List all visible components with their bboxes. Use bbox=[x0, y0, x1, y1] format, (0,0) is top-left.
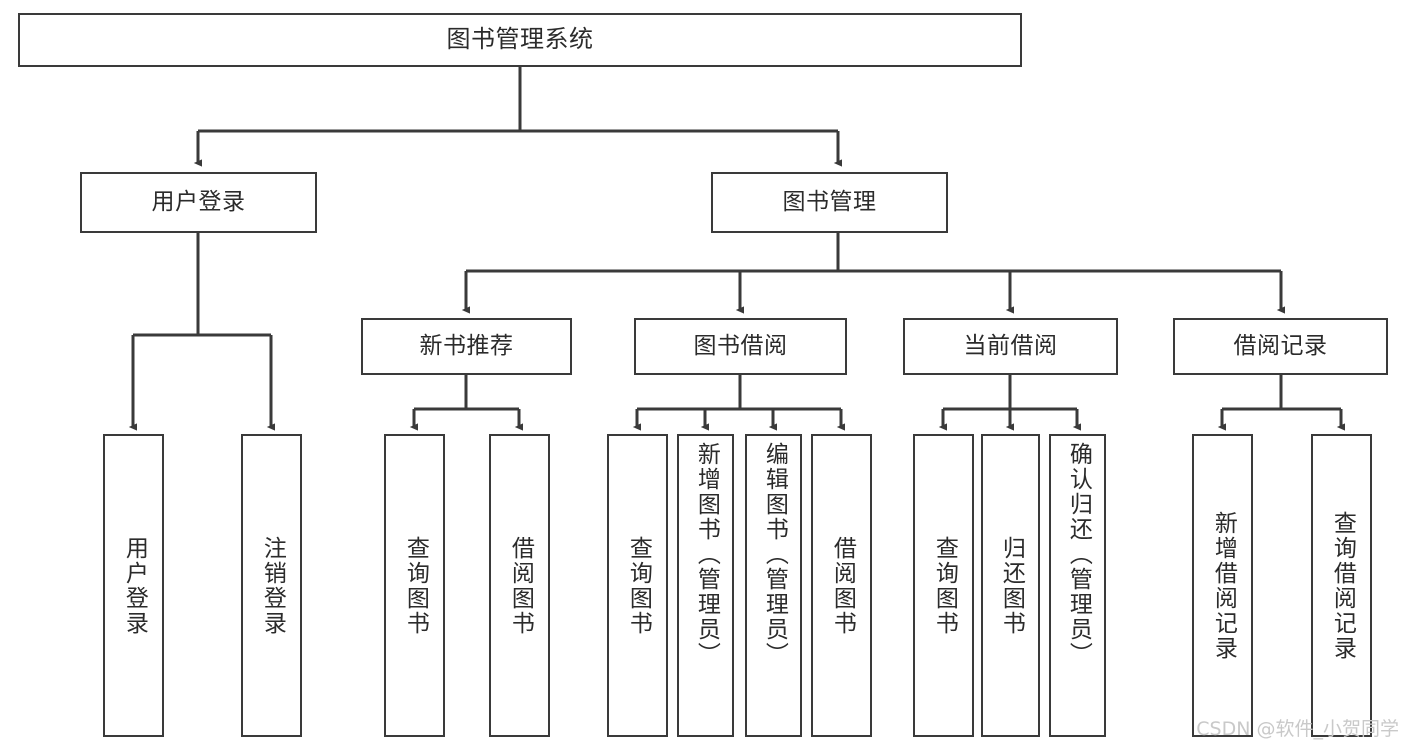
leaf-query-book-current[interactable]: 查询图书 bbox=[913, 434, 974, 737]
leaf-edit-book-admin[interactable]: 编辑图书（管理员） bbox=[745, 434, 802, 737]
node-label: 图书管理 bbox=[782, 189, 877, 216]
node-label: 当前借阅 bbox=[963, 333, 1058, 360]
node-label: 编辑图书（管理员） bbox=[761, 442, 788, 667]
leaf-user-login[interactable]: 用户登录 bbox=[103, 434, 164, 737]
node-label: 查询图书 bbox=[625, 535, 652, 636]
node-label: 用户登录 bbox=[151, 189, 246, 216]
node-book-borrow[interactable]: 图书借阅 bbox=[634, 318, 847, 375]
leaf-query-book-recommend[interactable]: 查询图书 bbox=[384, 434, 445, 737]
node-label: 注销登录 bbox=[259, 535, 286, 636]
leaf-borrow-book-recommend[interactable]: 借阅图书 bbox=[489, 434, 550, 737]
node-label: 借阅图书 bbox=[507, 535, 534, 636]
node-borrow-record[interactable]: 借阅记录 bbox=[1173, 318, 1388, 375]
leaf-add-borrow-record[interactable]: 新增借阅记录 bbox=[1192, 434, 1253, 737]
leaf-query-borrow-record[interactable]: 查询借阅记录 bbox=[1311, 434, 1372, 737]
node-label: 查询图书 bbox=[931, 535, 958, 636]
watermark-text: CSDN @软件_小贺同学 bbox=[1196, 718, 1399, 740]
node-user-login[interactable]: 用户登录 bbox=[80, 172, 317, 233]
node-root-system[interactable]: 图书管理系统 bbox=[18, 13, 1022, 67]
node-label: 图书管理系统 bbox=[446, 25, 594, 54]
node-label: 新书推荐 bbox=[419, 333, 514, 360]
node-book-management[interactable]: 图书管理 bbox=[711, 172, 948, 233]
leaf-add-book-admin[interactable]: 新增图书（管理员） bbox=[677, 434, 734, 737]
node-label: 借阅记录 bbox=[1233, 333, 1328, 360]
node-label: 查询借阅记录 bbox=[1329, 510, 1356, 661]
leaf-confirm-return-admin[interactable]: 确认归还（管理员） bbox=[1049, 434, 1106, 737]
leaf-logout[interactable]: 注销登录 bbox=[241, 434, 302, 737]
node-label: 归还图书 bbox=[998, 535, 1025, 636]
node-label: 用户登录 bbox=[121, 535, 148, 636]
node-new-book-recommend[interactable]: 新书推荐 bbox=[361, 318, 572, 375]
leaf-borrow-book[interactable]: 借阅图书 bbox=[811, 434, 872, 737]
leaf-query-book-borrow[interactable]: 查询图书 bbox=[607, 434, 668, 737]
node-label: 新增图书（管理员） bbox=[693, 442, 720, 667]
node-label: 借阅图书 bbox=[829, 535, 856, 636]
node-label: 确认归还（管理员） bbox=[1065, 442, 1092, 667]
node-current-borrow[interactable]: 当前借阅 bbox=[903, 318, 1118, 375]
node-label: 图书借阅 bbox=[693, 333, 788, 360]
node-label: 查询图书 bbox=[402, 535, 429, 636]
leaf-return-book[interactable]: 归还图书 bbox=[981, 434, 1040, 737]
node-label: 新增借阅记录 bbox=[1210, 510, 1237, 661]
